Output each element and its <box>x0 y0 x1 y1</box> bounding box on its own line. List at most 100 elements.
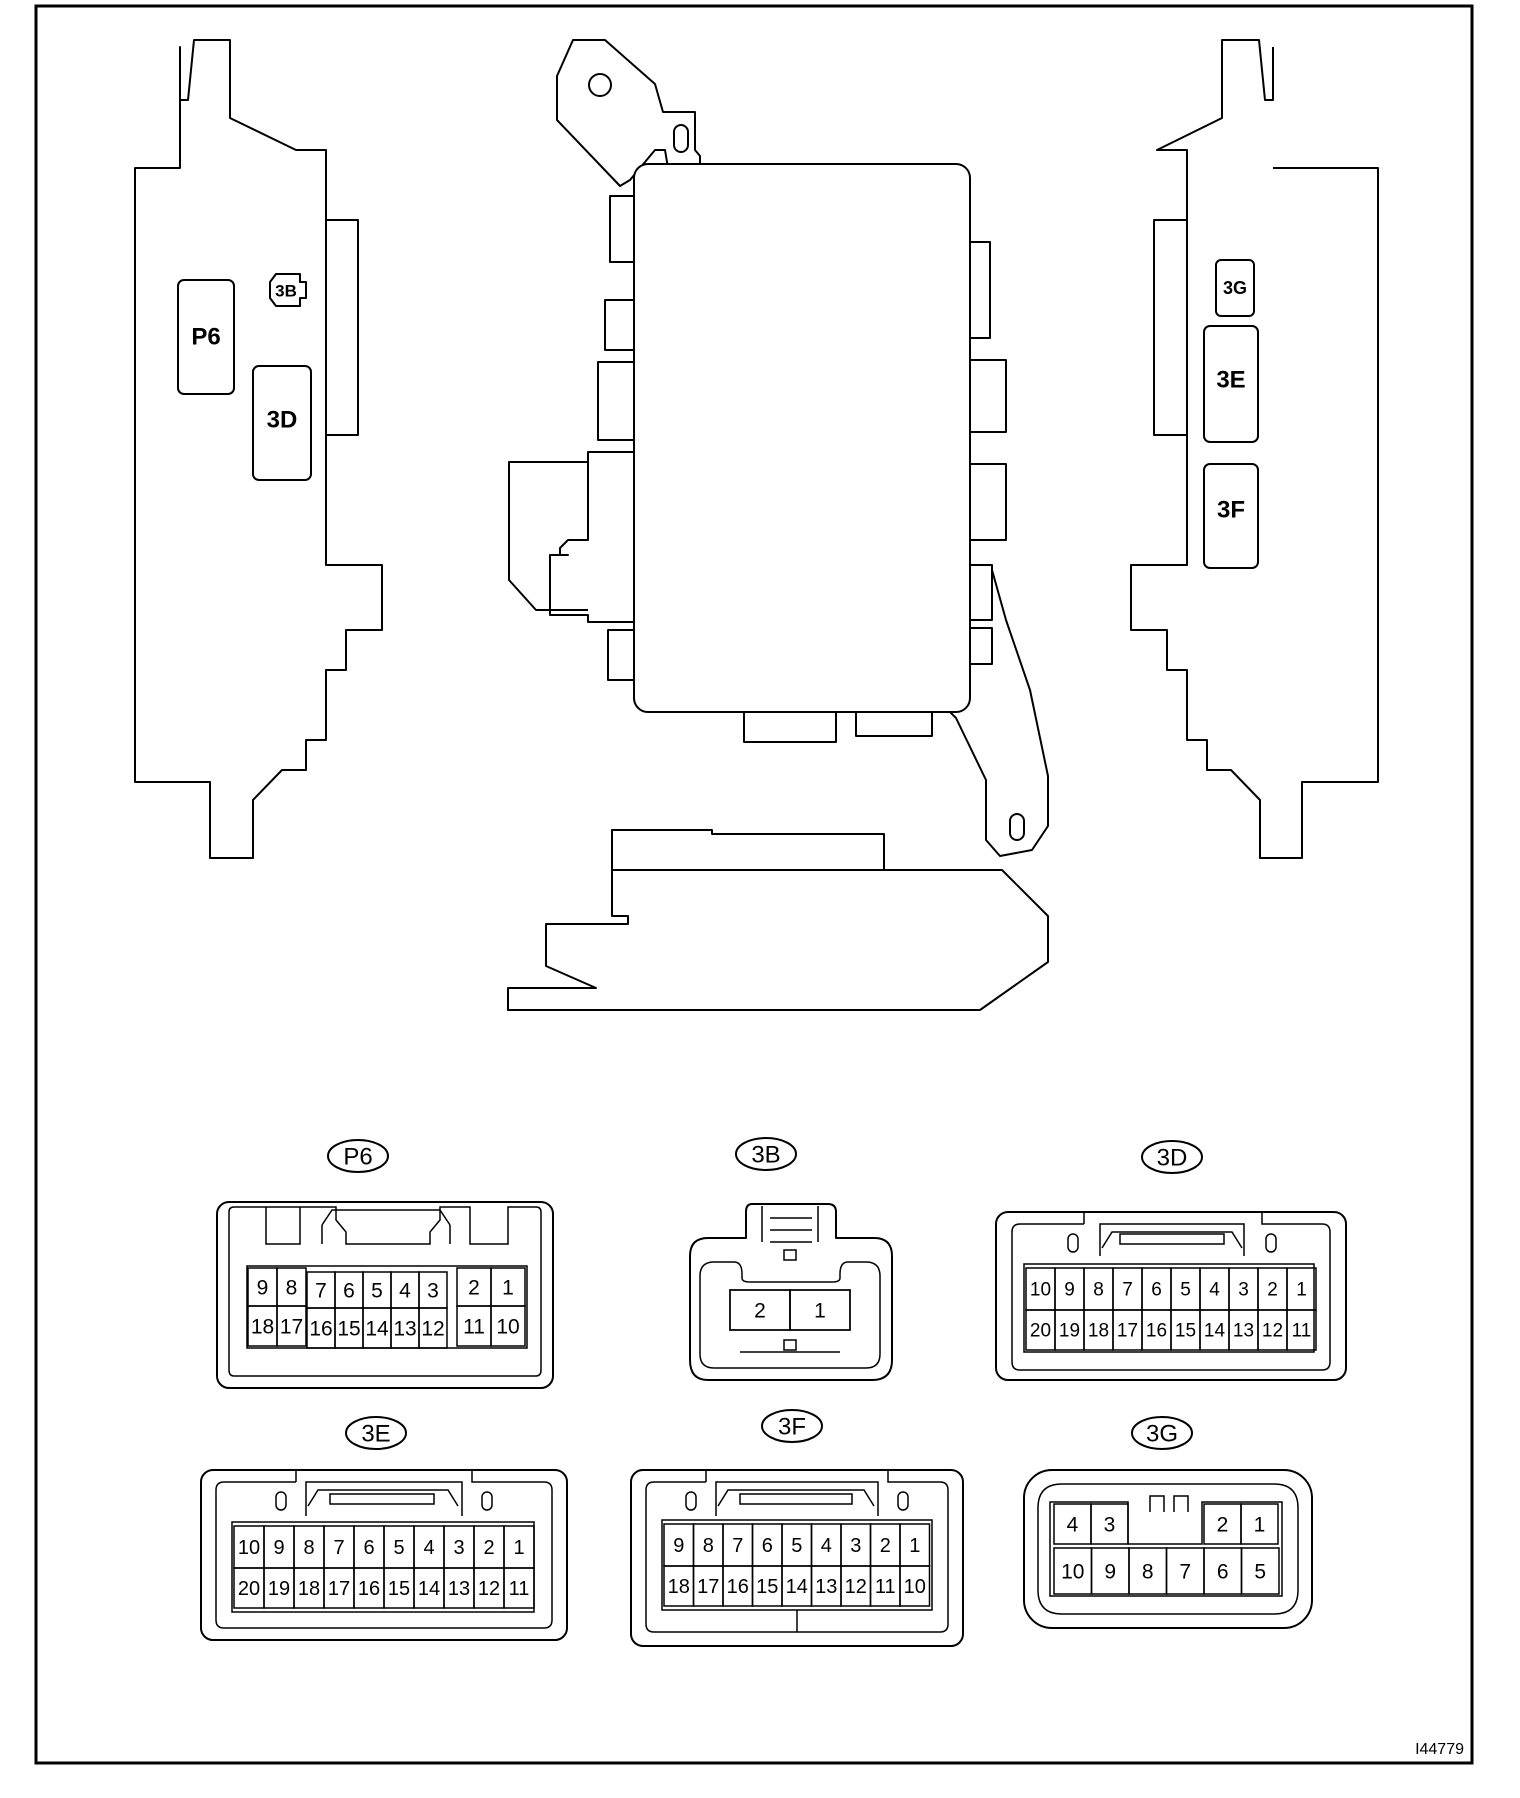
pin-number: 7 <box>1179 1561 1191 1584</box>
pin-number: 3 <box>427 1280 439 1303</box>
pin-number: 8 <box>703 1535 714 1557</box>
pin-number: 4 <box>423 1537 434 1559</box>
pin-number: 17 <box>697 1576 719 1598</box>
pin-number: 20 <box>1030 1321 1051 1342</box>
pin-number: 2 <box>483 1537 494 1559</box>
pin-number: 2 <box>880 1535 891 1557</box>
pin-number: 11 <box>509 1578 530 1600</box>
left-side-view: P6 3B 3D <box>134 39 383 859</box>
pin-number: 16 <box>727 1576 749 1598</box>
pin-cell <box>276 1305 307 1347</box>
pin-number: 9 <box>1064 1280 1075 1301</box>
pin-number: 5 <box>393 1537 404 1559</box>
pin-number: 6 <box>1217 1561 1229 1584</box>
pin-cell <box>1286 1309 1317 1351</box>
pin-number: 8 <box>286 1277 298 1300</box>
pin-number: 5 <box>791 1535 802 1557</box>
connector-3b-label: 3B <box>751 1142 780 1169</box>
pin-number: 7 <box>315 1280 327 1303</box>
pin-number: 6 <box>343 1280 355 1303</box>
pin-number: 4 <box>1067 1514 1079 1537</box>
pin-number: 2 <box>1217 1514 1229 1537</box>
right-side-view: 3G 3E 3F <box>1130 39 1379 859</box>
pin-number: 4 <box>821 1535 832 1557</box>
pin-number: 13 <box>393 1318 416 1341</box>
pin-number: 11 <box>875 1576 896 1598</box>
pin-number: 17 <box>1117 1321 1138 1342</box>
center-junction-block-view <box>507 39 1049 1011</box>
pin-cell <box>503 1567 535 1609</box>
pin-number: 18 <box>1088 1321 1109 1342</box>
pin-number: 1 <box>1254 1514 1266 1537</box>
pin-number: 12 <box>478 1578 500 1600</box>
3g-body-label: 3G <box>1223 278 1247 298</box>
pin-number: 3 <box>453 1537 464 1559</box>
3d-body-label: 3D <box>267 407 298 434</box>
pin-number: 15 <box>756 1576 778 1598</box>
pin-number: 1 <box>502 1277 514 1300</box>
pin-number: 17 <box>280 1316 303 1339</box>
pin-number: 8 <box>303 1537 314 1559</box>
pin-number: 17 <box>328 1578 350 1600</box>
pin-cell <box>490 1305 526 1347</box>
pin-number: 13 <box>448 1578 470 1600</box>
pin-number: 14 <box>418 1578 440 1600</box>
figure-id: I44779 <box>1415 1741 1464 1758</box>
3g-body-label-box <box>1215 259 1255 317</box>
pin-number: 3 <box>1238 1280 1249 1301</box>
pin-number: 7 <box>732 1535 743 1557</box>
pin-number: 2 <box>468 1277 480 1300</box>
pin-cell <box>418 1307 448 1349</box>
pin-number: 14 <box>786 1576 808 1598</box>
3f-body-label-box <box>1203 463 1259 569</box>
pin-cell <box>1240 1503 1279 1545</box>
pin-number: 1 <box>513 1537 524 1559</box>
pin-number: 5 <box>1180 1280 1191 1301</box>
pin-number: 16 <box>309 1318 332 1341</box>
p6-body-label: P6 <box>191 324 220 351</box>
pin-number: 19 <box>1059 1321 1080 1342</box>
pin-number: 16 <box>1146 1321 1167 1342</box>
pin-number: 2 <box>754 1300 766 1323</box>
pin-number: 10 <box>496 1316 519 1339</box>
pin-number: 11 <box>463 1316 485 1339</box>
pin-number: 11 <box>1292 1321 1312 1342</box>
3e-body-label: 3E <box>1216 367 1245 394</box>
junction-block-main <box>633 163 971 713</box>
pin-cell <box>899 1565 931 1607</box>
pin-number: 6 <box>1151 1280 1162 1301</box>
pin-number: 6 <box>363 1537 374 1559</box>
pin-number: 10 <box>1061 1561 1084 1584</box>
pin-number: 18 <box>298 1578 320 1600</box>
connector-3f-label: 3F <box>778 1414 806 1441</box>
connector-3d-label: 3D <box>1157 1145 1188 1172</box>
pin-number: 10 <box>238 1537 260 1559</box>
pin-number: 9 <box>273 1537 284 1559</box>
pin-number: 4 <box>399 1280 411 1303</box>
connector-3e-label: 3E <box>361 1421 390 1448</box>
pin-number: 9 <box>257 1277 269 1300</box>
pin-number: 1 <box>1296 1280 1307 1301</box>
pin-number: 16 <box>358 1578 380 1600</box>
pin-cell <box>1240 1547 1280 1595</box>
pin-number: 12 <box>1262 1321 1283 1342</box>
pin-number: 13 <box>815 1576 837 1598</box>
pin-number: 19 <box>268 1578 290 1600</box>
3b-body-label: 3B <box>275 282 297 301</box>
pin-number: 5 <box>371 1280 383 1303</box>
pin-number: 14 <box>1204 1321 1226 1342</box>
pin-number: 9 <box>1104 1561 1116 1584</box>
pin-number: 7 <box>1122 1280 1133 1301</box>
pin-number: 13 <box>1233 1321 1254 1342</box>
pin-number: 15 <box>1175 1321 1196 1342</box>
